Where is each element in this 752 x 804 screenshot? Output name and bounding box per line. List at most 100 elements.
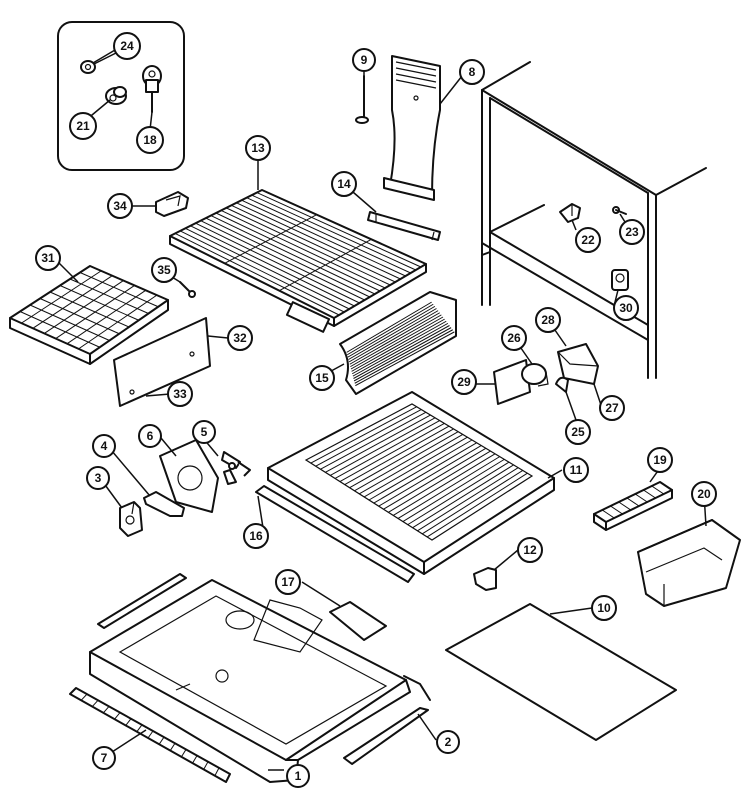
frame-rib-line [426,472,528,538]
callout-28-label: 28 [541,313,555,327]
callout-9: 9 [352,48,376,72]
callout-31: 31 [35,245,61,271]
shelf-wire-line [195,222,360,304]
callout-18-label: 18 [143,133,157,147]
tray-cell-line [626,497,640,507]
cover-rib-line [348,310,439,363]
callout-1: 1 [286,764,310,788]
callout-11: 11 [563,457,589,483]
callout-5-label: 5 [201,425,208,439]
part-19-ice-tray [593,481,673,531]
grid-wire-line [79,272,159,308]
frame-rib-line [397,456,500,519]
callout-30-label: 30 [619,301,633,315]
leader-lines [57,47,707,771]
shelf-wire-line [190,225,355,307]
cover-rib-line [352,322,449,377]
frame-rib-line [412,464,514,529]
callout-9-label: 9 [361,53,368,67]
rail-tooth-line [147,730,154,739]
callout-25-label: 25 [571,425,585,439]
callout-23: 23 [619,219,645,245]
frame-rib-line [315,409,422,467]
shelf-wire-line [220,209,386,289]
frame-rib-line [422,470,524,535]
callout-14-label: 14 [337,177,351,191]
grid-wire-line [55,285,135,339]
shelf-wire-line [231,204,396,283]
part-23-screw [612,206,627,215]
part-16-rail [255,485,415,583]
callout-21: 21 [69,112,97,140]
part-8-panel [383,55,441,201]
callout-17: 17 [275,569,301,595]
callout-26-label: 26 [507,331,521,345]
callout-14: 14 [331,171,357,197]
tray-cell-line [651,485,665,495]
frame-rib-line [407,461,510,526]
part-12-clip [473,567,497,591]
part-18-control [142,65,162,113]
callout-34-label: 34 [113,199,127,213]
tray-cell-line [610,505,623,515]
rail-tooth-line [181,749,187,758]
callout-27-label: 27 [605,401,619,415]
frame-rib-line [383,447,487,510]
rail-tooth-line [80,693,88,701]
grid-wire-line [39,298,120,335]
callout-23-label: 23 [625,225,639,239]
cover-rib-line [355,331,455,387]
part-2-rail [343,675,431,765]
tray-cell-line [601,509,615,519]
cabinet-outline [481,61,707,379]
callout-18: 18 [136,126,164,154]
callout-15-label: 15 [315,371,329,385]
cover-rib-line [346,301,432,353]
frame-rib-line [359,434,464,495]
callout-8-label: 8 [469,65,476,79]
grid-wire-line [66,289,146,345]
callout-13: 13 [245,135,271,161]
callout-35-label: 35 [157,263,171,277]
callout-31-label: 31 [41,251,55,265]
shelf-wire-line [180,230,345,313]
callout-32: 32 [227,325,253,351]
callout-3-label: 3 [95,471,102,485]
rail-tooth-line [214,767,220,776]
rail-tooth-line [158,736,165,745]
shelf-wire-line [210,215,376,295]
callout-10: 10 [591,595,617,621]
grid-wire-line [32,275,113,329]
part-35-fastener [179,281,196,298]
frame-rib-line [329,417,436,476]
part-17-cover [329,601,387,641]
callout-34: 34 [107,193,133,219]
grid-wire-line [29,304,110,341]
rail-tooth-line [125,718,132,726]
frame-rib-line [417,467,519,532]
callout-20-label: 20 [697,487,711,501]
frame-rib-line [368,439,473,501]
cover-rib-line [353,325,450,379]
part-7-rail [69,687,231,783]
callout-13-label: 13 [251,141,265,155]
shelf-wire-line [185,227,350,310]
callout-7-label: 7 [101,751,108,765]
callout-29-label: 29 [457,375,471,389]
callout-10-label: 10 [597,601,611,615]
callout-16-label: 16 [249,529,263,543]
cover-rib-line [351,318,445,372]
part-5-fan-blade [221,451,251,485]
callout-5: 5 [192,420,216,444]
cover-rib-line [346,303,434,356]
part-31-grid-shelf [9,265,169,365]
grid-wire-line [21,270,102,324]
frame-rib-line [344,425,450,486]
callout-16: 16 [243,523,269,549]
callout-15: 15 [309,365,335,391]
rail-tooth-line [103,706,110,714]
frame-rib-line [392,453,496,516]
grid-wire-line [69,278,149,314]
shelf-wire-line [200,220,365,301]
tray-cell-line [618,501,632,511]
